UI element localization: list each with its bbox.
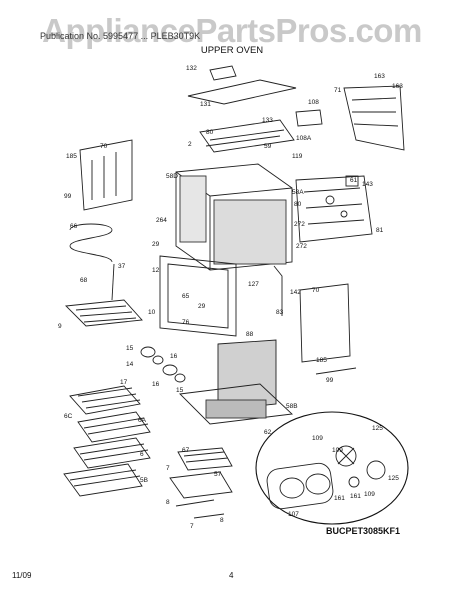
callout-label: 163 — [392, 83, 403, 90]
broil-element — [69, 223, 113, 263]
callout-label: 125 — [372, 425, 383, 432]
section-title: UPPER OVEN — [200, 45, 264, 56]
page-number: 4 — [229, 571, 234, 580]
oven-bottom — [179, 383, 294, 425]
callout-label: 29 — [152, 241, 160, 248]
callout-label: 109 — [364, 491, 375, 498]
front-frame — [159, 255, 237, 337]
callout-label: 81 — [376, 227, 384, 234]
callout-label: 125 — [388, 475, 399, 482]
callout-label: 109 — [312, 435, 323, 442]
top-trim — [187, 79, 297, 105]
broil-pan — [65, 299, 143, 327]
callout-label: 80 — [294, 201, 302, 208]
callout-label: 61 — [350, 177, 358, 184]
bracket — [295, 109, 323, 127]
callout-label: 58D — [166, 173, 178, 180]
footer-date: 11/09 — [12, 571, 32, 580]
callout-label: 83 — [276, 309, 284, 316]
callout-label: 15 — [176, 387, 184, 394]
callout-label: 161 — [350, 493, 361, 500]
vent-cover — [209, 65, 237, 81]
bake-element — [177, 447, 233, 471]
oven-cavity — [175, 163, 293, 271]
callout-label: 65 — [182, 293, 190, 300]
callout-label: 108A — [296, 135, 312, 142]
callout-label: 8 — [166, 499, 170, 506]
rear-panel — [343, 85, 405, 151]
fan-motor — [366, 460, 386, 480]
callout-label: 99 — [326, 377, 334, 384]
callout-label: 107 — [288, 511, 299, 518]
publication-header: Publication No. 5995477 ... PLEB30T9K — [40, 31, 201, 41]
callout-label: 7 — [190, 523, 194, 530]
callout-label: 142 — [290, 289, 301, 296]
callout-label: 143 — [362, 181, 373, 188]
callout-label: 185 — [66, 153, 77, 160]
callout-label: 10 — [148, 309, 156, 316]
callout-label: 272 — [294, 221, 305, 228]
callout-label: 127 — [248, 281, 259, 288]
diagram-code: BUCPET3085KF1 — [326, 526, 401, 536]
right-side-panel — [295, 175, 373, 243]
callout-label: 70 — [312, 287, 320, 294]
callout-label: 12 — [152, 267, 160, 274]
callout-label: 68 — [80, 277, 88, 284]
callout-label: 6C — [64, 413, 73, 420]
callout-label: 6A — [138, 417, 147, 424]
callout-label: 108 — [308, 99, 319, 106]
callout-label: 57 — [214, 471, 222, 478]
convection-cover — [266, 462, 334, 510]
side-panel-left — [79, 139, 133, 211]
callout-label: 88 — [246, 331, 254, 338]
callout-label: 132 — [186, 65, 197, 72]
callout-label: 16 — [170, 353, 178, 360]
relay-part — [345, 175, 359, 187]
callout-label: 5B — [140, 477, 148, 484]
callout-label: 66 — [70, 223, 78, 230]
callout-label: 272 — [296, 243, 307, 250]
callout-labels: 132 131 163 163 71 108 108A 133 80 2 59 … — [58, 65, 403, 530]
callout-label: 58B — [286, 403, 298, 410]
callout-label: 17 — [120, 379, 128, 386]
convection-fan-callout — [255, 411, 409, 525]
callout-label: 119 — [292, 153, 303, 160]
callout-label: 58A — [292, 189, 304, 196]
callout-label: 8 — [220, 517, 224, 524]
callout-label: 163 — [374, 73, 385, 80]
side-panel-right — [299, 283, 351, 363]
callout-label: 7 — [166, 465, 170, 472]
callout-label: 76 — [182, 319, 190, 326]
watermark: AppliancePartsPros.com — [42, 12, 422, 49]
callout-label: 80 — [206, 129, 214, 136]
callout-label: 109 — [332, 447, 343, 454]
callout-label: 264 — [156, 217, 167, 224]
callout-label: 131 — [200, 101, 211, 108]
oven-door — [217, 339, 277, 411]
callout-label: 14 — [126, 361, 134, 368]
callout-label: 99 — [64, 193, 72, 200]
callout-label: 2 — [188, 141, 192, 148]
callout-label: 62 — [264, 429, 272, 436]
callout-label: 70 — [100, 143, 108, 150]
callout-label: 185 — [316, 357, 327, 364]
callout-label: 6 — [140, 451, 144, 458]
fan-blade — [335, 445, 357, 467]
callout-label: 15 — [126, 345, 134, 352]
callout-label: 9 — [58, 323, 62, 330]
callout-label: 71 — [334, 87, 342, 94]
oven-racks — [63, 385, 151, 497]
knob — [140, 346, 156, 358]
callout-label: 59 — [264, 143, 272, 150]
callout-label: 16 — [152, 381, 160, 388]
callout-label: 37 — [118, 263, 126, 270]
callout-label: 133 — [262, 117, 273, 124]
callout-label: 161 — [334, 495, 345, 502]
callout-label: 67 — [182, 447, 190, 454]
callout-label: 29 — [198, 303, 206, 310]
